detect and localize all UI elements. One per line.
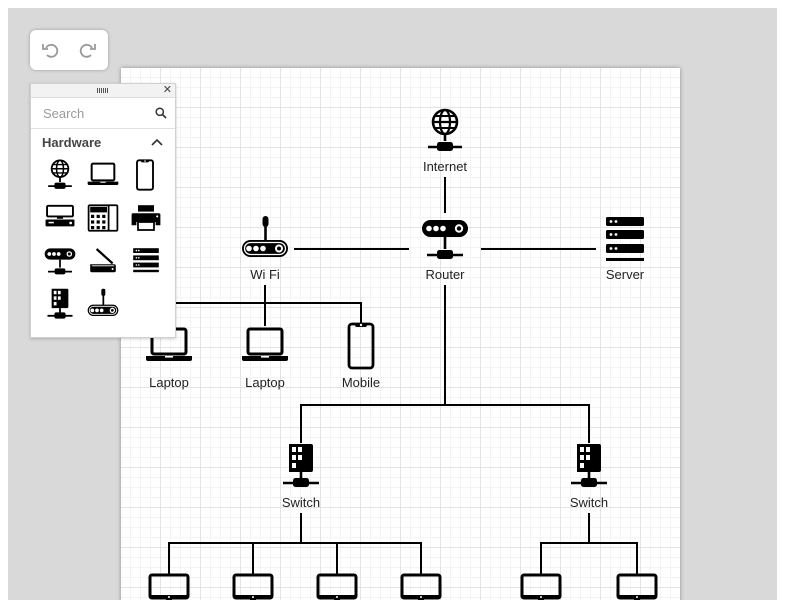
search-icon[interactable] [155, 107, 167, 119]
router-icon[interactable] [421, 218, 469, 261]
redo-button[interactable] [78, 40, 98, 60]
globe-network-icon[interactable] [44, 159, 76, 191]
wifi-router-icon[interactable] [241, 216, 289, 259]
switch-icon-2[interactable] [569, 443, 609, 489]
section-title: Hardware [42, 135, 102, 150]
redo-icon [79, 43, 96, 58]
printer-icon[interactable] [130, 202, 162, 234]
wifi-router-icon[interactable] [87, 288, 119, 320]
phone-keypad-icon[interactable] [87, 202, 119, 234]
diagram [145, 108, 658, 600]
desktop-icon-3[interactable] [316, 573, 358, 600]
grip-icon [97, 88, 109, 93]
laptop-icon[interactable] [87, 159, 119, 191]
wifi-label: Wi Fi [250, 267, 280, 282]
connections [168, 177, 638, 575]
section-header-hardware[interactable]: Hardware [31, 129, 175, 157]
palette-drag-handle[interactable]: ✕ [31, 84, 175, 98]
search-bar [31, 98, 175, 129]
desktop-icon-5[interactable] [520, 573, 562, 600]
undo-button[interactable] [40, 40, 60, 60]
scanner-icon[interactable] [87, 245, 119, 277]
server-icon[interactable] [606, 217, 644, 261]
router-label: Router [425, 267, 465, 282]
router-icon[interactable] [44, 245, 76, 277]
switch-icon[interactable] [44, 288, 76, 320]
close-icon[interactable]: ✕ [162, 84, 172, 96]
switch-label-2: Switch [569, 495, 609, 510]
workspace: Internet Wi Fi Router Server Laptop Lapt… [8, 8, 777, 600]
search-input[interactable] [39, 103, 151, 123]
edge-router-switches [300, 404, 590, 443]
desktop-icon-6[interactable] [616, 573, 658, 600]
mobile-phone-icon[interactable] [129, 159, 161, 191]
undo-icon [42, 43, 59, 58]
internet-label: Internet [422, 159, 468, 174]
undo-redo-toolbar [30, 30, 108, 70]
laptop-label-2: Laptop [245, 375, 285, 390]
laptop-icon-2[interactable] [241, 327, 289, 363]
server-label: Server [605, 267, 645, 282]
desktop-icon-2[interactable] [232, 573, 274, 600]
edge-switch2-desktops [540, 542, 638, 575]
switch-label-1: Switch [281, 495, 321, 510]
switch-icon-1[interactable] [281, 443, 321, 489]
diagram-canvas[interactable]: Internet Wi Fi Router Server Laptop Lapt… [121, 68, 680, 600]
internet-icon[interactable] [426, 108, 464, 153]
shape-palette: ✕ Hardware [30, 83, 176, 338]
mobile-phone-icon[interactable] [347, 322, 375, 370]
laptop-label-1: Laptop [149, 375, 189, 390]
chevron-up-icon [151, 138, 163, 146]
desktop-icon-4[interactable] [400, 573, 442, 600]
mobile-label: Mobile [341, 375, 381, 390]
edge-switch1-desktops [168, 542, 422, 575]
desktop-computer-icon[interactable] [44, 202, 76, 234]
server-rack-icon[interactable] [130, 245, 162, 277]
desktop-icon-1[interactable] [148, 573, 190, 600]
